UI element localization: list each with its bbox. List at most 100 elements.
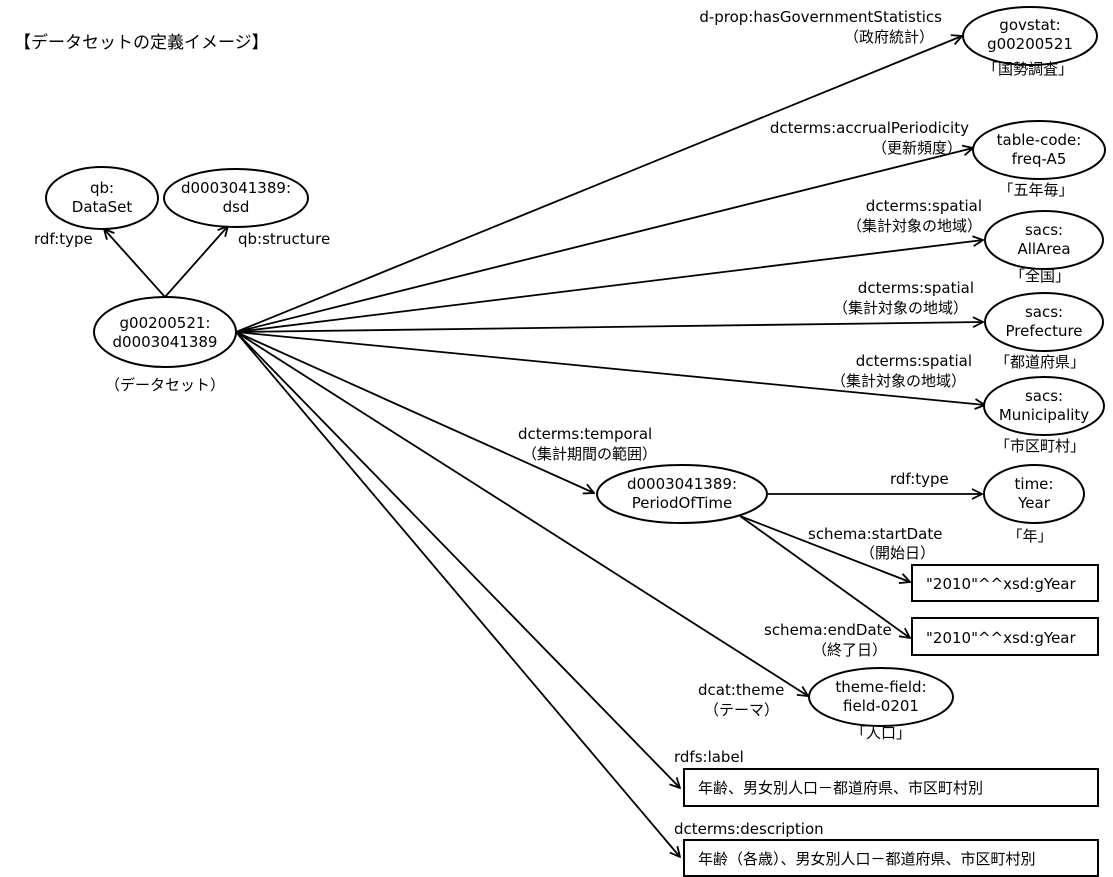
edge-label-accrual-line1: dcterms:accrualPeriodicity [770, 119, 969, 137]
node-prefecture-line1: sacs: [1025, 303, 1063, 321]
literal-end-date-text: "2010"^^xsd:gYear [926, 629, 1076, 647]
node-freq: table-code: freq-A5 「五年毎」 [972, 120, 1106, 199]
node-allarea-line2: AllArea [1017, 240, 1070, 258]
node-freq-line2: freq-A5 [1012, 150, 1067, 168]
literal-label-text: 年齢、男女別人口－都道府県、市区町村別 [698, 779, 983, 797]
edge-label-spatial3-line1: dcterms:spatial [856, 352, 972, 370]
node-freq-line1: table-code: [997, 131, 1082, 149]
edge-label-end-line2: （終了日） [812, 641, 887, 659]
node-dataset: g00200521: d0003041389 （データセット） [93, 296, 237, 394]
node-municipality-line1: sacs: [1025, 387, 1063, 405]
node-prefecture-shape [984, 292, 1104, 352]
edge-label-gov-line2: （政府統計） [844, 28, 934, 46]
node-dsd-shape [163, 168, 309, 228]
diagram-title: 【データセットの定義イメージ】 [14, 32, 269, 53]
edge-label-gov-line1: d-prop:hasGovernmentStatistics [699, 8, 942, 26]
edge-rdf-type [104, 229, 166, 298]
literal-start-date: "2010"^^xsd:gYear [911, 564, 1099, 602]
node-dataset-caption: （データセット） [105, 376, 225, 394]
node-dsd: d0003041389: dsd [163, 168, 309, 228]
node-year-caption: 「年」 [1007, 527, 1052, 545]
edge-has-government-statistics [235, 36, 962, 333]
edge-label-start-line2: （開始日） [860, 544, 935, 562]
edge-label-start-line1: schema:startDate [808, 525, 942, 543]
edge-label-description: dcterms:description [674, 820, 824, 838]
node-allarea: sacs: AllArea 「全国」 [984, 210, 1104, 285]
literal-label: 年齢、男女別人口－都道府県、市区町村別 [683, 768, 1099, 807]
node-qb-dataset: qb: DataSet [45, 166, 159, 230]
node-qb-dataset-line1: qb: [90, 179, 114, 197]
node-year: time: Year 「年」 [983, 464, 1085, 545]
node-govstat-shape [962, 6, 1098, 66]
literal-end-date-box [911, 617, 1099, 656]
literal-description-text: 年齢（各歳）、男女別人口－都道府県、市区町村別 [698, 850, 1036, 868]
edge-label-theme-line1: dcat:theme [698, 681, 784, 699]
node-govstat-caption: 「国勢調査」 [983, 60, 1073, 78]
node-freq-shape [972, 120, 1106, 180]
node-qb-dataset-shape [45, 166, 159, 230]
edge-label-rdfs-label: rdfs:label [674, 748, 744, 766]
node-municipality-caption: 「市区町村」 [995, 437, 1085, 455]
node-theme-line1: theme-field: [835, 678, 926, 696]
node-year-shape [983, 464, 1085, 524]
node-allarea-shape [984, 210, 1104, 270]
node-dsd-line1: d0003041389: [181, 179, 291, 197]
node-prefecture: sacs: Prefecture 「都道府県」 [984, 292, 1104, 371]
edge-qb-structure [164, 226, 228, 298]
edge-accrual-periodicity [235, 148, 973, 333]
node-govstat-line2: g00200521 [987, 35, 1073, 53]
edge-label-spatial3-line2: （集計対象の地域） [831, 372, 966, 390]
edge-end-date [739, 515, 910, 638]
node-municipality: sacs: Municipality 「市区町村」 [983, 376, 1105, 455]
node-theme: theme-field: field-0201 「人口」 [808, 667, 954, 742]
edge-label-spatial2-line1: dcterms:spatial [858, 279, 974, 297]
node-theme-shape [808, 667, 954, 727]
edge-label-spatial1-line1: dcterms:spatial [866, 197, 982, 215]
node-prefecture-caption: 「都道府県」 [995, 353, 1085, 371]
node-theme-caption: 「人口」 [851, 724, 911, 742]
edge-label-temporal-line2: （集計期間の範囲） [522, 445, 657, 463]
literal-start-date-box [911, 564, 1099, 602]
edge-start-date [739, 515, 910, 582]
edges [104, 36, 985, 857]
edge-temporal [235, 331, 594, 493]
node-freq-caption: 「五年毎」 [998, 181, 1073, 199]
node-period: d0003041389: PeriodOfTime [596, 464, 768, 524]
node-period-line2: PeriodOfTime [632, 494, 733, 512]
node-govstat-line1: govstat: [999, 16, 1060, 34]
edge-spatial-allarea [235, 240, 983, 333]
edge-label-period-type: rdf:type [890, 470, 949, 488]
literal-start-date-text: "2010"^^xsd:gYear [926, 575, 1076, 593]
node-prefecture-line2: Prefecture [1005, 322, 1082, 340]
node-dataset-line2: d0003041389 [113, 333, 218, 351]
edge-description [235, 331, 680, 857]
edge-label-theme-line2: （テーマ） [704, 701, 779, 719]
node-period-line1: d0003041389: [627, 475, 737, 493]
node-municipality-shape [983, 376, 1105, 436]
node-allarea-line1: sacs: [1025, 221, 1063, 239]
edge-label-temporal-line1: dcterms:temporal [518, 425, 652, 443]
node-govstat: govstat: g00200521 「国勢調査」 [962, 6, 1098, 78]
literal-end-date: "2010"^^xsd:gYear [911, 617, 1099, 656]
edge-spatial-prefecture [235, 322, 983, 333]
node-dataset-line1: g00200521: [120, 314, 211, 332]
literal-label-box [683, 768, 1099, 807]
nodes: g00200521: d0003041389 （データセット） qb: Data… [45, 6, 1106, 877]
edge-theme [235, 331, 808, 696]
node-year-line2: Year [1017, 494, 1051, 512]
literal-description-box [683, 839, 1099, 877]
node-period-shape [596, 464, 768, 524]
edge-label-end-line1: schema:endDate [764, 621, 892, 639]
node-year-line1: time: [1015, 475, 1054, 493]
node-theme-line2: field-0201 [843, 697, 919, 715]
node-dsd-line2: dsd [223, 198, 250, 216]
edge-label-spatial1-line2: （集計対象の地域） [847, 217, 982, 235]
edge-label-spatial2-line2: （集計対象の地域） [833, 299, 968, 317]
literal-description: 年齢（各歳）、男女別人口－都道府県、市区町村別 [683, 839, 1099, 877]
edge-label-qb-structure: qb:structure [238, 230, 330, 248]
node-municipality-line2: Municipality [999, 406, 1089, 424]
edge-label-accrual-line2: （更新頻度） [872, 139, 962, 157]
node-dataset-shape [93, 296, 237, 368]
edge-rdfs-label [235, 331, 680, 788]
